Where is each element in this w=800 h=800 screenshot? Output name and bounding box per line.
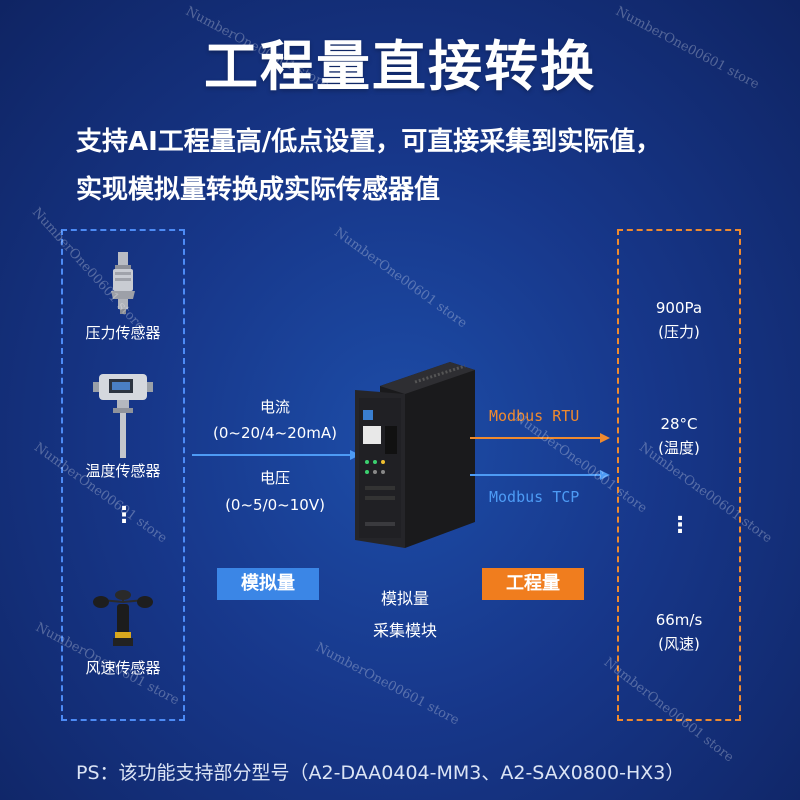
value-pressure-number: 900Pa	[655, 299, 703, 317]
analog-tag: 模拟量	[217, 568, 319, 600]
wind-speed-sensor-icon	[93, 590, 153, 646]
ellipsis-icon: ⋮	[113, 503, 135, 528]
temperature-sensor-icon	[93, 374, 153, 458]
module-label-line-1: 模拟量	[380, 589, 429, 608]
engineering-value-panel	[617, 229, 741, 721]
tcp-output-arrow-icon	[470, 470, 610, 480]
engineering-value-tag: 工程量	[482, 568, 584, 600]
modbus-tcp-label: Modbus TCP	[489, 488, 580, 506]
current-label: 电流	[259, 398, 290, 416]
modbus-rtu-label: Modbus RTU	[489, 407, 580, 425]
page-title: 工程量直接转换	[204, 35, 596, 98]
pressure-sensor-icon	[111, 252, 135, 314]
value-wind-speed-desc: (风速)	[658, 635, 700, 653]
watermark-text: NumberOne00601 store	[312, 640, 462, 729]
ellipsis-icon: ⋮	[669, 513, 691, 538]
watermark-text: NumberOne00601 store	[331, 225, 470, 332]
subtitle-line-1: 支持AI工程量高/低点设置，可直接采集到实际值，	[76, 127, 662, 157]
analog-sensor-panel	[61, 229, 185, 721]
analog-input-arrow-icon	[192, 450, 360, 460]
value-wind-speed-number: 66m/s	[655, 611, 703, 629]
rtu-output-arrow-icon	[470, 433, 610, 443]
voltage-label: 电压	[259, 469, 290, 487]
value-temperature-number: 28°C	[660, 415, 698, 433]
value-pressure-desc: (压力)	[658, 323, 700, 341]
value-temperature: 28°C (温度)	[617, 412, 741, 460]
module-label-line-2: 采集模块	[372, 621, 437, 640]
sensor-label-temperature: 温度传感器	[85, 462, 161, 480]
subtitle: 支持AI工程量高/低点设置，可直接采集到实际值， 实现模拟量转换成实际传感器值	[76, 118, 776, 214]
subtitle-line-2: 实现模拟量转换成实际传感器值	[76, 175, 441, 205]
sensor-label-wind-speed: 风速传感器	[85, 659, 161, 677]
footer-note: PS：该功能支持部分型号（A2-DAA0404-MM3、A2-SAX0800-H…	[76, 762, 685, 784]
voltage-range: (0~5/0~10V)	[225, 496, 325, 514]
acquisition-module-icon	[355, 362, 475, 548]
value-temperature-desc: (温度)	[658, 439, 700, 457]
value-wind-speed: 66m/s (风速)	[617, 608, 741, 656]
current-range: (0~20/4~20mA)	[212, 424, 338, 442]
sensor-label-pressure: 压力传感器	[85, 324, 161, 342]
value-pressure: 900Pa (压力)	[617, 296, 741, 344]
